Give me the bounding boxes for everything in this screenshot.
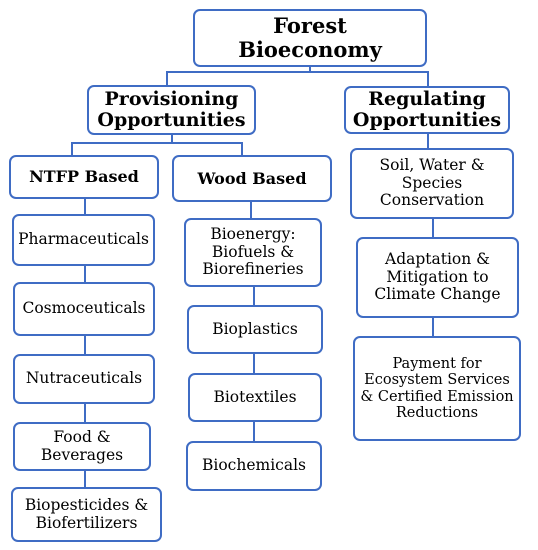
connector-line <box>427 71 429 87</box>
regulating-opportunities-box: Regulating Opportunities <box>344 86 510 134</box>
ntfp-based-box: NTFP Based <box>9 155 159 199</box>
regulating-item-label: Payment for Ecosystem Services & Certifi… <box>360 356 514 421</box>
connector-line <box>84 265 86 283</box>
connector-line <box>309 66 311 72</box>
root-label: Forest Bioeconomy <box>238 13 382 62</box>
ntfp-item-label: Nutraceuticals <box>25 369 143 388</box>
ntfp-item-label: Food & Beverages <box>40 428 124 464</box>
connector-line <box>84 335 86 355</box>
connector-line <box>84 470 86 488</box>
wood-item-box: Bioplastics <box>187 305 323 354</box>
regulating-item-label: Soil, Water & Species Conservation <box>379 156 485 210</box>
connector-line <box>166 71 428 73</box>
wood-based-box: Wood Based <box>172 155 332 202</box>
connector-line <box>432 218 434 238</box>
wood-item-label: Bioplastics <box>212 319 298 338</box>
wood-item-label: Biotextiles <box>213 387 297 406</box>
ntfp-item-label: Pharmaceuticals <box>18 230 149 249</box>
regulating-item-box: Soil, Water & Species Conservation <box>350 148 514 219</box>
wood-item-box: Biochemicals <box>186 441 322 491</box>
ntfp-item-box: Biopesticides & Biofertilizers <box>11 487 162 542</box>
regulating-item-label: Adaptation & Mitigation to Climate Chang… <box>374 250 501 304</box>
connector-line <box>253 421 255 442</box>
connector-line <box>241 142 243 156</box>
connector-line <box>71 142 73 156</box>
wood-item-box: Bioenergy: Biofuels & Biorefineries <box>184 218 322 287</box>
root-box-forest-bioeconomy: Forest Bioeconomy <box>193 9 427 67</box>
regulating-item-box: Adaptation & Mitigation to Climate Chang… <box>356 237 519 318</box>
wood-title: Wood Based <box>197 168 307 188</box>
connector-line <box>432 317 434 337</box>
regulating-label: Regulating Opportunities <box>352 87 502 131</box>
ntfp-item-box: Pharmaceuticals <box>12 214 155 266</box>
provisioning-opportunities-box: Provisioning Opportunities <box>87 85 256 135</box>
wood-item-label: Bioenergy: Biofuels & Biorefineries <box>202 225 304 279</box>
regulating-item-box: Payment for Ecosystem Services & Certifi… <box>353 336 521 441</box>
connector-line <box>166 71 168 86</box>
ntfp-item-box: Cosmoceuticals <box>13 282 155 336</box>
connector-line <box>71 142 242 144</box>
connector-line <box>253 353 255 374</box>
connector-line <box>171 134 173 143</box>
connector-line <box>253 286 255 306</box>
wood-item-label: Biochemicals <box>201 456 306 475</box>
ntfp-title: NTFP Based <box>29 167 139 187</box>
connector-line <box>84 403 86 423</box>
ntfp-item-label: Biopesticides & Biofertilizers <box>24 496 149 532</box>
ntfp-item-box: Nutraceuticals <box>13 354 155 404</box>
provisioning-label: Provisioning Opportunities <box>97 87 246 131</box>
ntfp-item-box: Food & Beverages <box>13 422 151 471</box>
connector-line <box>250 201 252 219</box>
wood-item-box: Biotextiles <box>188 373 322 422</box>
connector-line <box>427 133 429 149</box>
connector-line <box>84 198 86 215</box>
ntfp-item-label: Cosmoceuticals <box>22 299 146 318</box>
